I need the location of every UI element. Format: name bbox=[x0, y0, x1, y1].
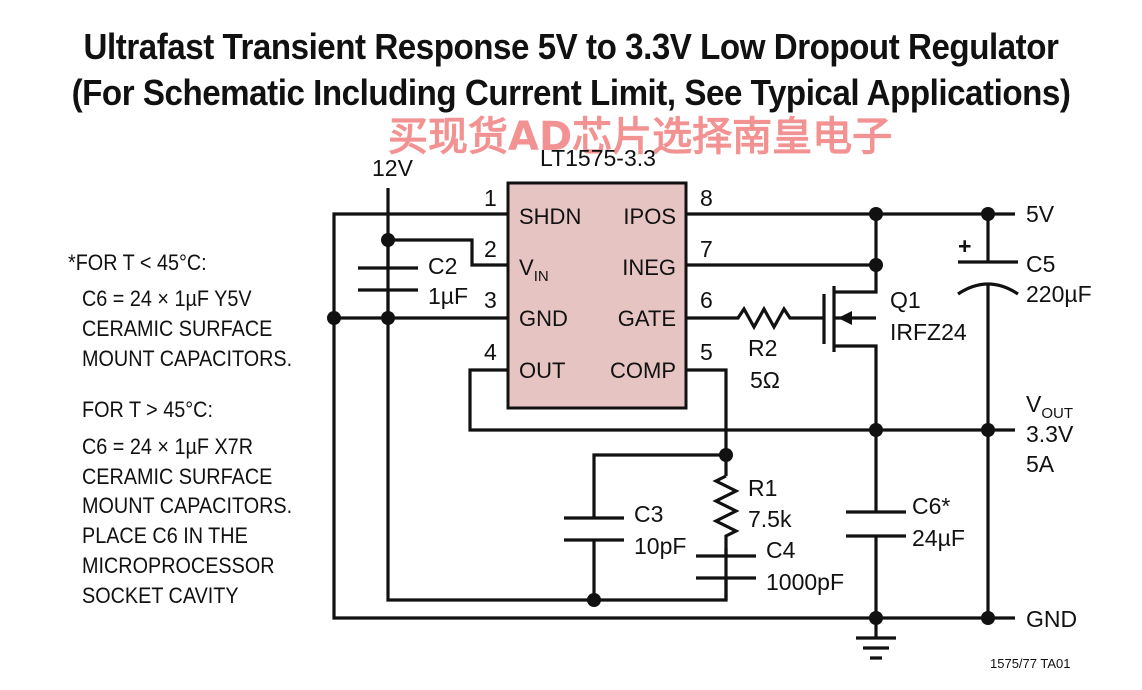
note-line: CERAMIC SURFACE bbox=[82, 464, 273, 489]
c3-value: 10pF bbox=[634, 533, 686, 559]
pin-name-vin: VIN bbox=[519, 255, 549, 285]
pin-number-3: 3 bbox=[484, 287, 497, 313]
note-line: FOR T > 45°C: bbox=[82, 397, 213, 422]
c6-ref: C6* bbox=[912, 493, 950, 519]
note-line: CERAMIC SURFACE bbox=[82, 316, 273, 341]
pin-number-5: 5 bbox=[700, 339, 713, 365]
watermark-text: 买现货AD芯片选择南皇电子 bbox=[388, 114, 893, 160]
label-gnd: GND bbox=[1026, 606, 1077, 632]
note-line: MOUNT CAPACITORS. bbox=[82, 346, 293, 371]
pin-name-ineg: INEG bbox=[622, 255, 676, 280]
note-line: *FOR T < 45°C: bbox=[68, 250, 207, 275]
c3-ref: C3 bbox=[634, 501, 663, 527]
pin-number-8: 8 bbox=[700, 185, 713, 211]
pin-number-4: 4 bbox=[484, 339, 497, 365]
c4-value: 1000pF bbox=[766, 569, 844, 595]
c2-ref: C2 bbox=[428, 253, 457, 279]
label-12v: 12V bbox=[372, 155, 414, 181]
pin-name-gate: GATE bbox=[618, 306, 676, 331]
note-line: C6 = 24 × 1µF X7R bbox=[82, 434, 253, 459]
pin-name-ipos: IPOS bbox=[623, 204, 676, 229]
note-line: PLACE C6 IN THE bbox=[82, 523, 248, 548]
pin-name-gnd: GND bbox=[519, 306, 568, 331]
c4-ref: C4 bbox=[766, 537, 796, 563]
c5-polarity: + bbox=[958, 233, 971, 259]
label-vout-current: 5A bbox=[1026, 451, 1055, 477]
r2-value: 5Ω bbox=[750, 367, 780, 393]
title-line-2: (For Schematic Including Current Limit, … bbox=[71, 72, 1071, 113]
note-line: C6 = 24 × 1µF Y5V bbox=[82, 286, 252, 311]
pin-number-2: 2 bbox=[484, 236, 497, 262]
chip-name: LT1575-3.3 bbox=[540, 145, 656, 171]
label-vout-value: 3.3V bbox=[1026, 421, 1074, 447]
pin-name-out: OUT bbox=[519, 358, 565, 383]
note-line: MICROPROCESSOR bbox=[82, 553, 275, 578]
c5-value: 220µF bbox=[1026, 281, 1092, 307]
pin-number-6: 6 bbox=[700, 287, 713, 313]
pin-number-7: 7 bbox=[700, 236, 713, 262]
q1-ref: Q1 bbox=[890, 287, 921, 313]
pin-name-shdn: SHDN bbox=[519, 204, 581, 229]
note-line: SOCKET CAVITY bbox=[82, 583, 239, 608]
r2-ref: R2 bbox=[748, 335, 777, 361]
figure-id: 1575/77 TA01 bbox=[990, 656, 1071, 671]
label-vout: VOUT bbox=[1026, 391, 1073, 422]
label-5v: 5V bbox=[1026, 201, 1055, 227]
c2-value: 1µF bbox=[428, 283, 468, 309]
pin-name-comp: COMP bbox=[610, 358, 676, 383]
pin-number-1: 1 bbox=[484, 185, 497, 211]
q1-arrow-icon bbox=[838, 311, 852, 325]
c6-value: 24µF bbox=[912, 525, 965, 551]
r1-ref: R1 bbox=[748, 475, 777, 501]
title-line-1: Ultrafast Transient Response 5V to 3.3V … bbox=[83, 26, 1059, 67]
lt1575-chip bbox=[506, 181, 688, 410]
r1-value: 7.5k bbox=[748, 506, 792, 532]
junction-dots bbox=[327, 207, 995, 625]
c5-ref: C5 bbox=[1026, 251, 1055, 277]
q1-value: IRFZ24 bbox=[890, 319, 967, 345]
note-line: MOUNT CAPACITORS. bbox=[82, 493, 293, 518]
